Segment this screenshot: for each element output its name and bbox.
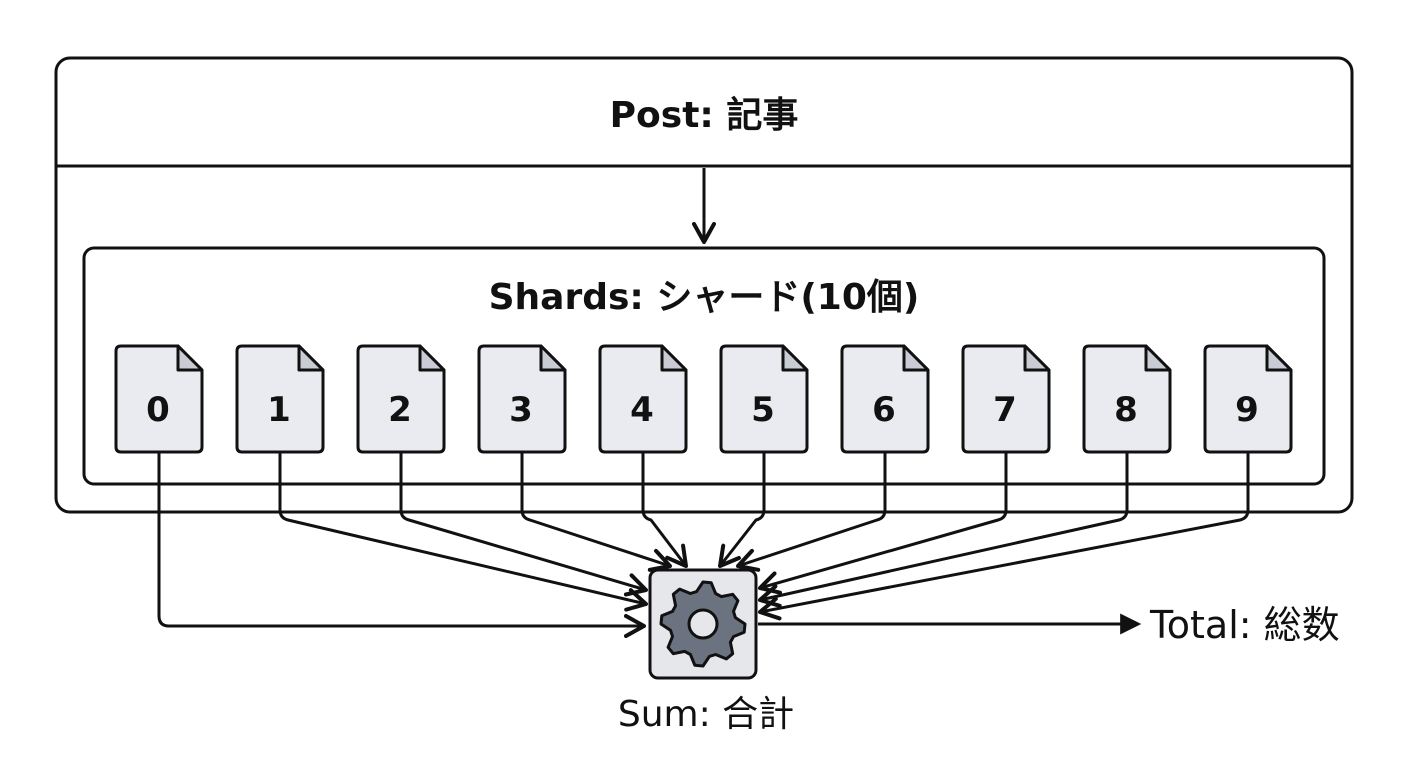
gear-hole <box>687 608 719 640</box>
gear-icon <box>659 580 747 668</box>
connector-shard-0 <box>157 452 646 638</box>
shards-title: Shards: シャード(10個) <box>488 277 920 318</box>
shard-document-6 <box>840 344 930 454</box>
shard-document-9 <box>1203 344 1293 454</box>
shard-document-1 <box>235 344 325 454</box>
shard-fold-corner-5 <box>781 344 809 372</box>
shard-label-3: 3 <box>509 390 533 430</box>
shard-fold-corner-8 <box>1144 344 1172 372</box>
connector-shard-1 <box>278 452 648 612</box>
shard-fold-corner-3 <box>539 344 567 372</box>
connector-shard-3 <box>520 452 672 572</box>
shard-label-1: 1 <box>267 390 291 430</box>
shard-fold-corner-2 <box>418 344 446 372</box>
connector-shard-2 <box>399 452 648 597</box>
shard-fold-corner-6 <box>902 344 930 372</box>
shard-document-5 <box>719 344 809 454</box>
shard-document-0 <box>114 344 204 454</box>
shard-document-7 <box>961 344 1051 454</box>
total-label: Total: 総数 <box>1150 603 1340 647</box>
shard-label-0: 0 <box>146 390 170 430</box>
shard-document-3 <box>477 344 567 454</box>
shard-document-8 <box>1082 344 1172 454</box>
shard-document-4 <box>598 344 688 454</box>
shard-fold-corner-9 <box>1265 344 1293 372</box>
shard-fold-corner-7 <box>1023 344 1051 372</box>
shard-fold-corner-4 <box>660 344 688 372</box>
shard-label-2: 2 <box>388 390 412 430</box>
shard-connectors <box>157 452 1250 638</box>
shard-document-2 <box>356 344 446 454</box>
shard-label-9: 9 <box>1235 390 1259 430</box>
shard-label-7: 7 <box>993 390 1017 430</box>
shard-label-5: 5 <box>751 390 775 430</box>
connector-shard-6 <box>736 452 887 572</box>
shard-label-8: 8 <box>1114 390 1138 430</box>
connector-shard-4 <box>641 452 688 568</box>
shard-label-4: 4 <box>630 390 654 430</box>
connector-shard-7 <box>758 452 1008 595</box>
shard-fold-corner-0 <box>176 344 204 372</box>
shard-documents <box>114 344 1293 454</box>
connector-shard-5 <box>718 452 766 568</box>
post-title: Post: 記事 <box>609 95 799 136</box>
shard-fold-corner-1 <box>297 344 325 372</box>
connector-shard-9 <box>758 452 1250 621</box>
shard-label-6: 6 <box>872 390 896 430</box>
connector-shard-8 <box>758 452 1129 608</box>
sum-label: Sum: 合計 <box>617 694 795 735</box>
